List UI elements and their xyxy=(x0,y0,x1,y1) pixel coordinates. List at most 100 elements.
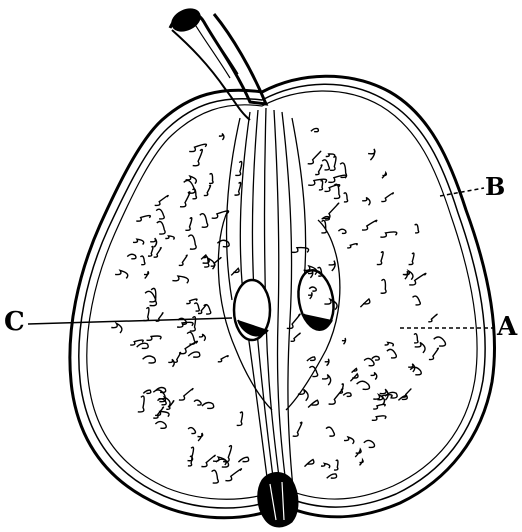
grit-cell xyxy=(372,416,386,420)
grit-cell xyxy=(364,358,374,365)
grit-cell xyxy=(319,181,323,190)
grit-cell xyxy=(157,221,165,234)
grit-cell xyxy=(368,149,375,160)
grit-cell xyxy=(209,174,213,184)
grit-cell xyxy=(414,334,418,343)
grit-cell xyxy=(322,160,329,170)
grit-cell xyxy=(189,144,206,151)
grit-cell xyxy=(322,375,331,386)
grit-cell xyxy=(344,437,354,444)
grit-cell xyxy=(344,193,348,202)
grit-cell xyxy=(327,474,337,478)
grit-cell xyxy=(373,404,385,409)
grit-cell xyxy=(194,303,199,311)
grit-cell xyxy=(138,396,144,412)
grit-cell xyxy=(380,232,396,237)
grit-cell xyxy=(155,422,166,429)
grit-cell xyxy=(127,254,136,259)
grit-cell xyxy=(298,390,308,401)
grit-cell xyxy=(287,314,300,328)
grit-cell xyxy=(342,338,346,344)
grit-cell xyxy=(334,460,338,470)
grit-cell xyxy=(308,400,318,407)
grit-cell xyxy=(202,403,214,409)
grit-cell xyxy=(357,381,370,389)
grit-cell xyxy=(143,390,151,393)
grit-cell xyxy=(156,209,164,219)
grit-cell xyxy=(355,449,361,457)
grit-cell xyxy=(153,390,165,399)
grit-cell xyxy=(308,151,321,164)
label-c: C xyxy=(4,309,25,335)
grit-cell xyxy=(377,252,383,265)
grit-cell xyxy=(185,218,191,231)
calyx xyxy=(258,473,298,527)
grit-cell xyxy=(371,372,377,379)
grit-cell xyxy=(293,422,302,436)
grit-cell xyxy=(111,323,122,333)
grit-cell xyxy=(211,258,221,267)
grit-cell xyxy=(231,268,239,275)
grit-cell xyxy=(385,342,394,346)
grit-cell xyxy=(180,192,190,207)
grit-cell xyxy=(115,270,128,278)
grit-cell xyxy=(188,235,196,249)
grit-cell xyxy=(329,261,336,271)
grit-cell xyxy=(198,433,203,441)
grit-cell xyxy=(338,229,346,233)
grit-cell xyxy=(155,196,169,206)
grit-cell xyxy=(415,343,425,353)
grit-cell xyxy=(188,428,195,434)
grit-cell xyxy=(168,359,174,366)
grit-cell xyxy=(143,308,149,321)
grit-cell xyxy=(212,470,219,483)
grit-cell xyxy=(140,256,145,265)
grit-cell xyxy=(225,469,241,481)
grit-cell xyxy=(428,314,437,322)
grit-cell xyxy=(311,128,318,131)
grit-cell xyxy=(305,460,314,467)
grit-cell xyxy=(308,179,326,185)
grit-cell xyxy=(136,216,150,222)
grit-cell xyxy=(387,349,396,358)
grit-cell xyxy=(165,236,174,240)
grit-cell xyxy=(330,156,336,170)
grit-cell xyxy=(321,463,330,468)
grit-cell xyxy=(133,239,144,244)
grit-cell xyxy=(150,238,156,247)
grit-cell xyxy=(434,337,446,346)
grit-cell xyxy=(328,175,346,182)
grit-cell xyxy=(199,334,205,341)
seeds xyxy=(234,268,338,340)
grit-cell xyxy=(145,291,155,302)
grit-cell xyxy=(372,356,379,360)
grit-cell xyxy=(326,154,335,157)
grit-cell xyxy=(238,457,248,462)
grit-cell xyxy=(381,193,393,202)
grit-cell xyxy=(347,244,357,248)
grit-cell xyxy=(144,271,149,278)
label-a: A xyxy=(497,314,517,340)
grit-cell xyxy=(415,224,419,233)
grit-cell xyxy=(362,198,370,206)
grit-cell xyxy=(194,400,201,405)
grit-cell xyxy=(188,352,200,357)
grit-cell xyxy=(291,333,301,341)
grit-cell xyxy=(326,427,334,436)
grit-cell xyxy=(235,182,241,195)
grit-cell xyxy=(364,440,375,447)
grit-cell xyxy=(403,271,408,279)
grit-cell xyxy=(360,299,369,307)
grit-cell xyxy=(218,356,228,362)
grit-cell xyxy=(429,348,438,359)
grit-cell xyxy=(352,368,357,372)
grit-cell xyxy=(413,296,421,305)
grit-cell xyxy=(362,220,377,230)
grit-cell xyxy=(381,279,386,293)
grit-cell xyxy=(307,357,315,361)
grit-cell xyxy=(325,359,329,366)
grit-cell xyxy=(350,374,358,381)
grit-cell xyxy=(343,393,351,397)
grit-cell xyxy=(213,457,226,465)
grit-cell xyxy=(329,389,343,405)
